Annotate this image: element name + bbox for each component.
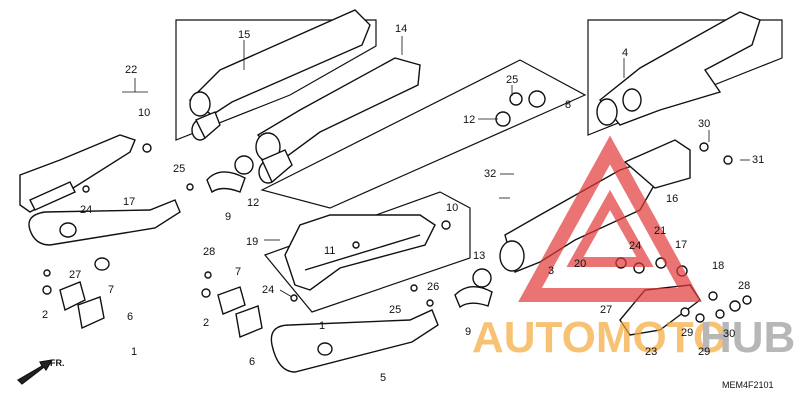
catalog-code: MEM4F2101 bbox=[722, 380, 774, 390]
muffler-13 bbox=[255, 57, 421, 184]
callout-28: 28 bbox=[738, 280, 750, 292]
callout-10: 10 bbox=[138, 107, 150, 119]
callout-7: 7 bbox=[108, 284, 114, 296]
callout-23: 24 bbox=[629, 240, 641, 252]
clamp-9-upper bbox=[206, 155, 254, 194]
callout-9: 9 bbox=[225, 211, 231, 223]
callout-25: 25 bbox=[173, 163, 185, 175]
callout-29: 30 bbox=[723, 328, 735, 340]
callout-labels: 1 1 2 2 3 4 5 6 6 7 7 8 9 9 10 10 11 12 … bbox=[42, 23, 764, 384]
callout-12: 12 bbox=[247, 197, 259, 209]
muffler-3 bbox=[499, 139, 691, 273]
callout-3: 3 bbox=[548, 265, 554, 277]
leader-lines bbox=[122, 36, 750, 298]
callout-5: 5 bbox=[380, 372, 386, 384]
hardware-bolts bbox=[82, 90, 752, 323]
callout-20: 21 bbox=[654, 225, 666, 237]
callout-27: 28 bbox=[203, 246, 215, 258]
callout-28: 29 bbox=[698, 346, 710, 358]
callout-6: 6 bbox=[249, 356, 255, 368]
callout-13: 14 bbox=[395, 23, 407, 35]
callout-10: 11 bbox=[324, 245, 335, 257]
frame-right-muffler bbox=[587, 19, 783, 136]
front-direction-arrow: FR. bbox=[17, 358, 65, 385]
callout-17: 17 bbox=[675, 239, 687, 251]
clamp-9-lower bbox=[454, 268, 493, 309]
exhaust-pipe-16 bbox=[28, 199, 181, 271]
frame-heat-shield bbox=[263, 191, 471, 313]
watermark-logo: AUTOMOTO HUB bbox=[472, 135, 795, 362]
callout-1: 1 bbox=[319, 320, 325, 332]
callout-6: 6 bbox=[127, 311, 133, 323]
flange-7-center bbox=[201, 271, 263, 338]
muffler-4 bbox=[596, 11, 761, 126]
exhaust-pipe-5 bbox=[270, 309, 439, 373]
callout-17: 18 bbox=[712, 260, 724, 272]
callout-24: 25 bbox=[389, 304, 401, 316]
callout-4: 4 bbox=[622, 47, 628, 59]
callout-31: 32 bbox=[484, 168, 496, 180]
callout-22: 23 bbox=[645, 346, 657, 358]
callout-15: 16 bbox=[666, 193, 678, 205]
callout-24: 24 bbox=[80, 204, 92, 216]
callout-30: 31 bbox=[752, 154, 764, 166]
callout-24: 24 bbox=[262, 284, 274, 296]
callout-7: 7 bbox=[235, 266, 241, 278]
heat-shield-21 bbox=[19, 134, 136, 213]
flange-7-left bbox=[42, 269, 105, 330]
callout-11: 12 bbox=[463, 114, 475, 126]
callout-27: 27 bbox=[69, 269, 81, 281]
callout-8: 8 bbox=[565, 99, 571, 111]
callout-26: 27 bbox=[600, 304, 612, 316]
callout-25: 26 bbox=[427, 281, 439, 293]
callout-2: 2 bbox=[203, 317, 209, 329]
muffler-14 bbox=[188, 9, 371, 141]
direction-label: FR. bbox=[50, 358, 65, 368]
callout-29: 29 bbox=[681, 327, 693, 339]
frame-muffler-option bbox=[175, 19, 377, 141]
callout-12: 13 bbox=[473, 250, 485, 262]
callout-10: 10 bbox=[446, 202, 458, 214]
callout-30: 30 bbox=[698, 118, 710, 130]
callout-19: 20 bbox=[574, 258, 586, 270]
callout-1: 1 bbox=[131, 346, 137, 358]
watermark-text-left: AUTOMOTO bbox=[472, 313, 727, 362]
callout-18: 19 bbox=[246, 236, 258, 248]
callout-21: 22 bbox=[125, 64, 137, 76]
frame-center-group bbox=[260, 59, 587, 209]
watermark-text-right: HUB bbox=[700, 313, 795, 362]
callout-16: 17 bbox=[123, 196, 135, 208]
callout-25: 25 bbox=[506, 74, 518, 86]
callout-2: 2 bbox=[42, 309, 48, 321]
callout-9: 9 bbox=[465, 326, 471, 338]
callout-14: 15 bbox=[238, 29, 250, 41]
heat-shield-18 bbox=[284, 214, 436, 291]
